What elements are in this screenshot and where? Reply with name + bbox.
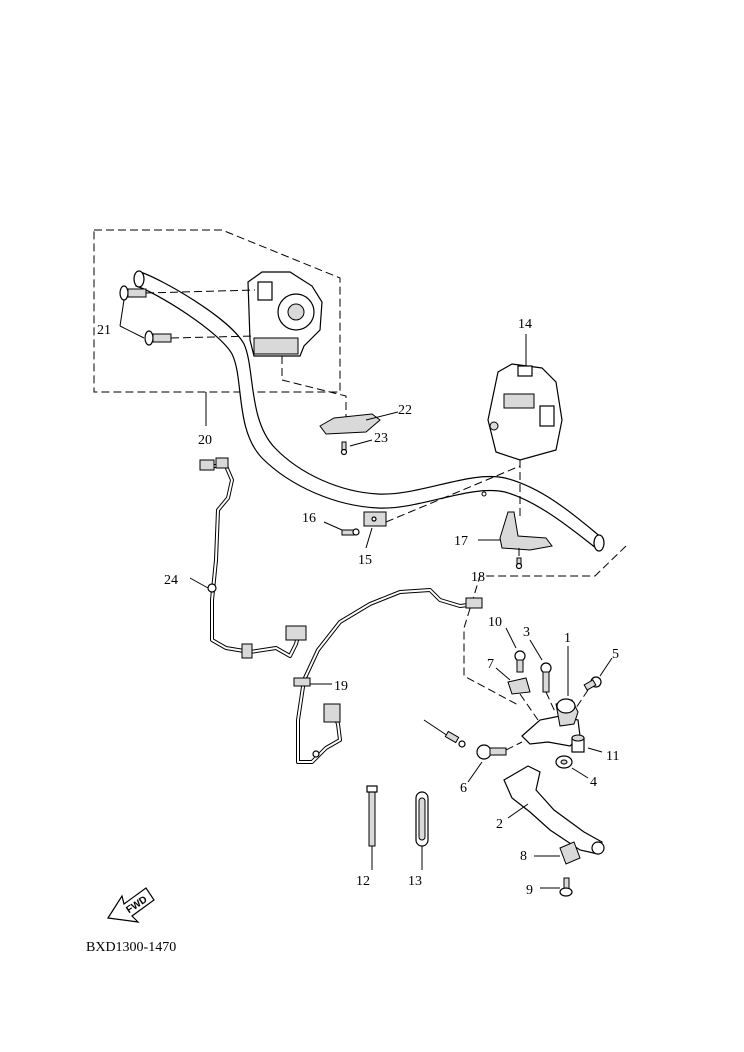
label-part-18: 18 [471,570,485,585]
label-part-5: 5 [612,647,619,662]
bracket-17 [499,511,553,551]
label-part-9: 9 [526,883,533,898]
bracket-7 [507,677,531,695]
bolt-6 [476,744,507,760]
label-part-24: 24 [164,573,178,588]
bolt-5 [583,676,602,691]
washer-4 [555,755,573,769]
screw-21-upper [119,285,147,301]
left-switch-assembly-outline [93,229,341,393]
clamp-15 [363,511,387,527]
drawing-code: BXD1300-1470 [86,940,176,955]
handlebar [133,270,605,552]
label-part-11: 11 [606,749,619,764]
screw-16 [341,528,360,536]
band-13 [415,791,429,847]
screw-23 [340,441,348,456]
label-part-1: 1 [564,631,571,646]
bolt-10 [514,650,526,673]
label-part-16: 16 [302,511,316,526]
label-part-20: 20 [198,433,212,448]
wire-harness-24 [199,457,307,659]
label-part-6: 6 [460,781,467,796]
label-part-3: 3 [523,625,530,640]
right-handlebar-switch [487,363,563,461]
label-part-22: 22 [398,403,412,418]
label-part-23: 23 [374,431,388,446]
label-part-17: 17 [454,534,468,549]
label-part-13: 13 [408,874,422,889]
label-part-12: 12 [356,874,370,889]
label-part-4: 4 [590,775,597,790]
left-handlebar-switch [247,271,323,357]
fwd-arrow-icon: FWD [106,887,155,923]
collar-11 [571,734,585,753]
lever-2 [503,765,605,855]
label-part-2: 2 [496,817,503,832]
label-part-8: 8 [520,849,527,864]
label-part-10: 10 [488,615,502,630]
label-part-21: 21 [97,323,111,338]
wire-19 [293,588,483,764]
screw-9 [559,877,573,897]
bolt-3 [540,662,552,693]
label-part-7: 7 [487,657,494,672]
lever-bracket [521,698,581,747]
label-part-15: 15 [358,553,372,568]
screw-18 [515,557,523,570]
rubber-8 [559,841,581,865]
label-part-19: 19 [334,679,348,694]
screw-21-lower [144,330,172,346]
bracket-22 [319,413,381,435]
cable-tie-12 [366,785,378,847]
label-part-14: 14 [518,317,532,332]
cable-end [423,719,466,748]
